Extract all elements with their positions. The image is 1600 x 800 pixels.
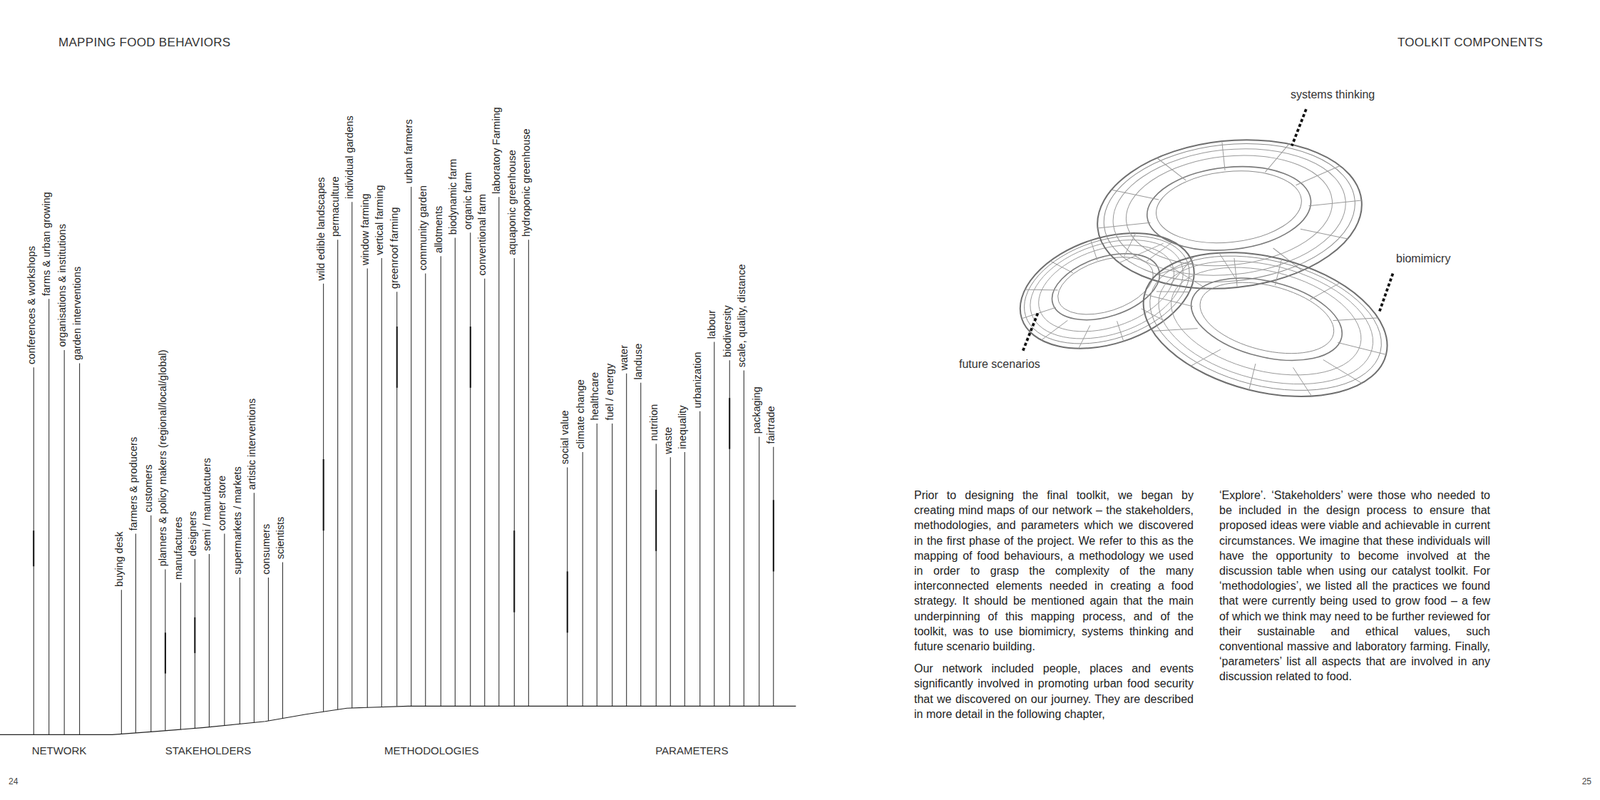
chart-label: urbanization	[691, 351, 704, 408]
page-header: MAPPING FOOD BEHAVIORS	[58, 35, 232, 50]
chart-label: scientists	[274, 516, 287, 560]
body-paragraph: Prior to designing the final toolkit, we…	[914, 487, 1194, 654]
chart-label: artistic interventions	[245, 398, 259, 490]
chart-label: permaculture	[329, 176, 342, 237]
page-header: TOOLKIT COMPONENTS	[1397, 35, 1543, 50]
chart-label: vertical farming	[373, 184, 386, 255]
chart-label: organisations & institutions	[56, 223, 69, 348]
chart-label: urban farmers	[402, 119, 415, 184]
chart-label: nutrition	[648, 404, 661, 442]
chart-label: labour	[705, 310, 719, 339]
category-label: PARAMETERS	[655, 744, 728, 757]
torus-wireframes	[1005, 127, 1403, 420]
chart-label: supermarkets / markets	[231, 466, 244, 575]
chart-label: climate change	[574, 379, 587, 450]
chart-label: greenroof farming	[388, 207, 401, 289]
chart-label: buying desk	[113, 531, 126, 587]
chart-label: individual gardens	[343, 115, 356, 199]
chart-label: corner store	[216, 475, 229, 531]
chart-label: fairtrade	[765, 405, 778, 444]
category-label: NETWORK	[32, 744, 87, 757]
chart-label: garden interventions	[71, 266, 84, 361]
chart-label: planners & policy makers (regional/local…	[156, 349, 169, 567]
chart-label: aquaponic greenhouse	[506, 149, 519, 256]
category-label: STAKEHOLDERS	[165, 744, 252, 757]
leader-lines	[33, 186, 774, 736]
chart-label: biodiversity	[721, 305, 734, 358]
chart-label: laboratory Farming	[490, 106, 503, 194]
chart-label: water	[618, 345, 631, 371]
chart-label: scale, quality, distance	[735, 263, 748, 368]
chart-label: community garden	[417, 185, 430, 271]
chart-label: biodynamic farm	[447, 159, 460, 235]
body-paragraph: Our network included people, places and …	[914, 660, 1194, 722]
chart-label: wild edible landscapes	[315, 176, 328, 281]
chart-label: semi / manufactuers	[201, 457, 214, 552]
chart-label: manufactures	[172, 516, 185, 580]
dashed-leaders	[1022, 109, 1393, 353]
chart-label: organic farm	[462, 171, 475, 230]
chart-label: waste	[662, 427, 675, 455]
chart-label: landuse	[632, 343, 645, 381]
chart-label: healthcare	[588, 372, 602, 421]
chart-label: inequality	[676, 404, 689, 449]
chart-label: designers	[186, 511, 199, 557]
chart-label: farms & urban growing	[40, 191, 53, 296]
callout-label: future scenarios	[959, 357, 1041, 371]
chart-label: hydroponic greenhouse	[520, 128, 533, 237]
baseline	[0, 705, 796, 735]
chart-label: packaging	[750, 386, 763, 434]
callout-label: systems thinking	[1290, 88, 1375, 102]
chart-label: farmers & producers	[127, 437, 140, 531]
callout-label: biomimicry	[1396, 252, 1451, 266]
body-paragraph: ‘Explore’. ‘Stakeholders’ were those who…	[1219, 487, 1491, 685]
chart-label: window farming	[359, 193, 372, 266]
chart-label: allotments	[432, 206, 445, 254]
page-number: 24	[8, 777, 18, 788]
chart-label: consumers	[260, 524, 273, 575]
page-number: 25	[1582, 777, 1592, 788]
chart-label: social value	[559, 409, 572, 465]
chart-label: conventional farm	[476, 193, 489, 276]
chart-label: customers	[142, 464, 155, 513]
category-label: METHODOLOGIES	[384, 744, 480, 757]
chart-label: fuel / energy	[603, 363, 617, 421]
chart-label: conferences & workshops	[25, 245, 38, 365]
stem-accents	[33, 326, 774, 674]
